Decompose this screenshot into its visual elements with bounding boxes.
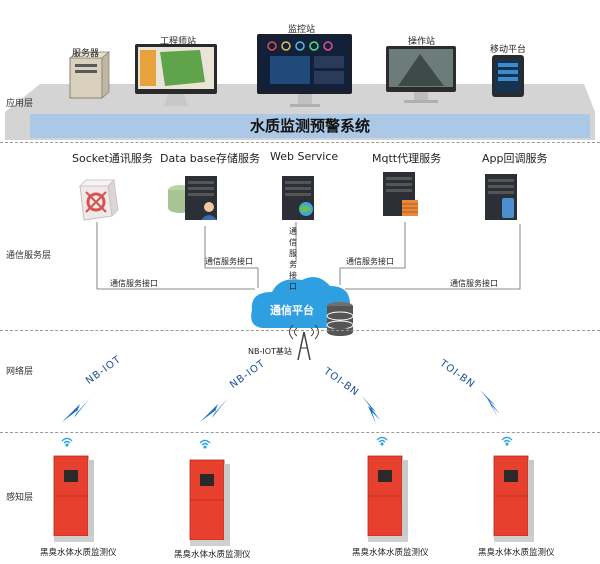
service-label-web: Web Service (270, 150, 339, 163)
bolt-icon-2 (200, 398, 228, 422)
mqtt-server-icon (383, 172, 418, 216)
device-label-3: 黑臭水体水质监测仪 (352, 548, 429, 558)
interface-label-socket: 通信服务接口 (110, 279, 158, 288)
layer-label-application: 应用层 (6, 99, 34, 109)
app-label-server: 服务器 (72, 49, 100, 59)
divider-network (0, 432, 600, 433)
layer-label-communication: 通信服务层 (6, 251, 52, 261)
line-mqtt (339, 222, 406, 285)
base-station-label: NB-IOT基站 (248, 347, 292, 356)
divider-communication (0, 330, 600, 331)
interface-label-app: 通信服务接口 (450, 279, 498, 288)
line-database (204, 226, 259, 288)
bolt-icon-1 (62, 398, 90, 422)
monitor-device-icon-2 (189, 459, 230, 546)
divider-application (0, 142, 600, 143)
interface-label-database: 通信服务接口 (205, 257, 253, 266)
cloud-platform-icon (251, 277, 354, 336)
lightning-bolts (62, 390, 500, 424)
service-label-app: App回调服务 (482, 152, 548, 165)
monitor-device-icon-1 (53, 455, 94, 542)
base-station-icon (289, 324, 319, 361)
device-label-4: 黑臭水体水质监测仪 (478, 548, 555, 558)
dashboard-monitor-icon (257, 34, 352, 107)
service-label-database: Data base存储服务 (160, 152, 260, 165)
layer-label-perception: 感知层 (6, 493, 34, 503)
service-label-mqtt: Mqtt代理服务 (372, 152, 442, 165)
platform-label: 通信平台 (270, 304, 314, 317)
device-label-1: 黑臭水体水质监测仪 (40, 548, 117, 558)
app-label-operator: 操作站 (408, 37, 436, 47)
app-label-engineer: 工程师站 (160, 37, 197, 47)
monitor-device-icon-3 (367, 455, 408, 542)
web-server-icon (282, 176, 314, 220)
database-server-icon (168, 176, 217, 220)
title-bar (30, 114, 590, 138)
app-server-icon (485, 174, 517, 220)
interface-label-mqtt: 通信服务接口 (346, 257, 394, 266)
bolt-icon-3 (362, 396, 380, 424)
line-socket (96, 222, 255, 290)
app-label-mobile: 移动平台 (490, 45, 527, 55)
system-title: 水质监测预警系统 (249, 117, 370, 135)
tablet-icon (492, 55, 524, 97)
app-label-monitor: 监控站 (288, 25, 316, 35)
desktop-monitor-icon (386, 46, 456, 103)
socket-icon (79, 179, 119, 221)
imac-monitor-icon (135, 44, 217, 106)
connector-lines (96, 222, 521, 290)
layer-label-network: 网络层 (6, 367, 34, 377)
bolt-icon-4 (480, 390, 500, 418)
monitor-device-icon-4 (493, 455, 534, 542)
line-app (345, 224, 521, 290)
interface-label-web: 通信服务接口 (289, 227, 297, 291)
server-tower-icon (68, 51, 111, 99)
service-label-socket: Socket通讯服务 (72, 152, 153, 165)
device-label-2: 黑臭水体水质监测仪 (174, 550, 251, 560)
wifi-icons (61, 436, 513, 449)
